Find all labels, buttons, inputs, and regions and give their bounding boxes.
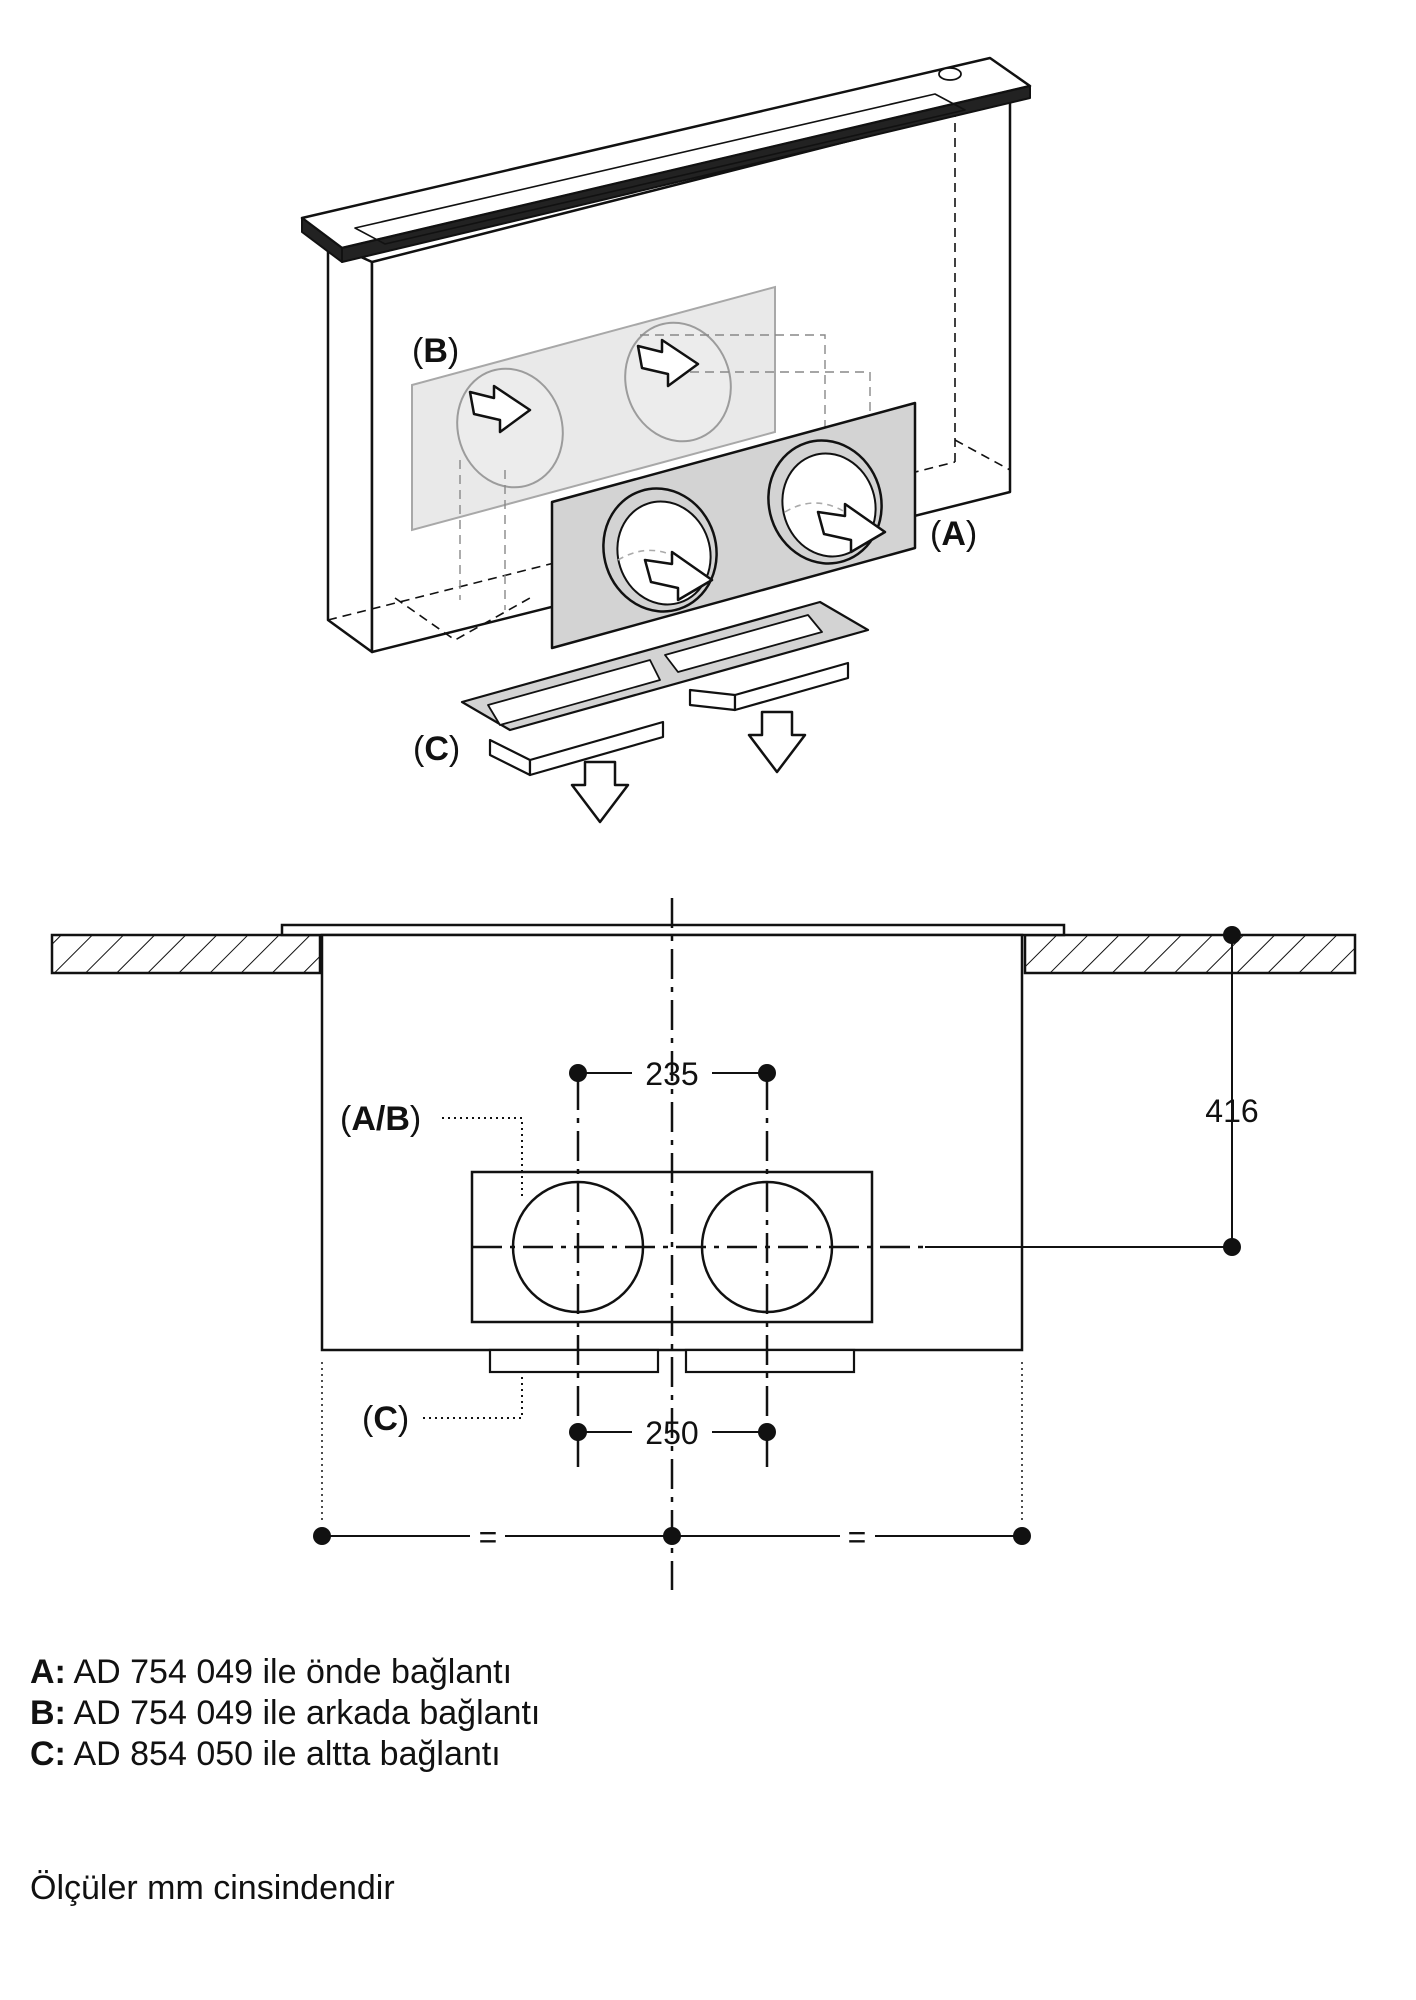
legend-item-c: C: AD 854 050 ile altta bağlantı: [30, 1735, 501, 1773]
airflow-arrow-icon: [468, 384, 532, 434]
svg-text:=: =: [479, 1519, 498, 1555]
installation-diagram: (B) (A) (C): [50, 56, 1357, 1590]
legend-item-a: A: AD 754 049 ile önde bağlantı: [30, 1653, 513, 1691]
label-c: (C): [413, 730, 460, 768]
rear-connection-panel: [411, 285, 871, 610]
centerlines: [472, 898, 930, 1590]
label-a: (A): [930, 515, 977, 553]
svg-text:250: 250: [645, 1415, 698, 1451]
hood-top-cap: [300, 56, 1032, 263]
airflow-down-arrow-icon: [570, 760, 630, 824]
dimension-overall-width: = =: [313, 1362, 1031, 1555]
dimension-416: 416: [1205, 926, 1259, 1256]
svg-text:(C): (C): [362, 1400, 409, 1438]
bottom-connection-adapter: [460, 600, 870, 777]
airflow-down-arrow-icon: [747, 710, 807, 774]
svg-text:235: 235: [645, 1056, 698, 1092]
svg-text:(A/B): (A/B): [340, 1100, 421, 1138]
control-knob-icon: [938, 67, 962, 81]
dimension-235: 235: [569, 1056, 776, 1092]
svg-text:416: 416: [1205, 1093, 1258, 1129]
countertop: [50, 933, 1357, 975]
units-note: Ölçüler mm cinsindendir: [30, 1869, 395, 1907]
svg-text:=: =: [848, 1519, 867, 1555]
bottom-adapter-right: [684, 1348, 856, 1374]
airflow-arrow-icon: [816, 502, 887, 554]
airflow-arrow-icon: [643, 550, 714, 602]
callout-ab: (A/B): [340, 1100, 523, 1198]
dimension-250: 250: [569, 1415, 776, 1451]
legend: A: AD 754 049 ile önde bağlantı B: AD 75…: [30, 1652, 1030, 1775]
front-view: 235 250 416 = =: [50, 898, 1357, 1590]
legend-item-b: B: AD 754 049 ile arkada bağlantı: [30, 1694, 541, 1732]
isometric-view: (B) (A) (C): [300, 56, 1032, 824]
callout-c: (C): [362, 1375, 523, 1438]
bottom-adapter-left: [488, 1348, 660, 1374]
airflow-arrow-icon: [636, 338, 700, 388]
label-b: (B): [412, 332, 459, 370]
front-connection-panel: [550, 401, 917, 650]
